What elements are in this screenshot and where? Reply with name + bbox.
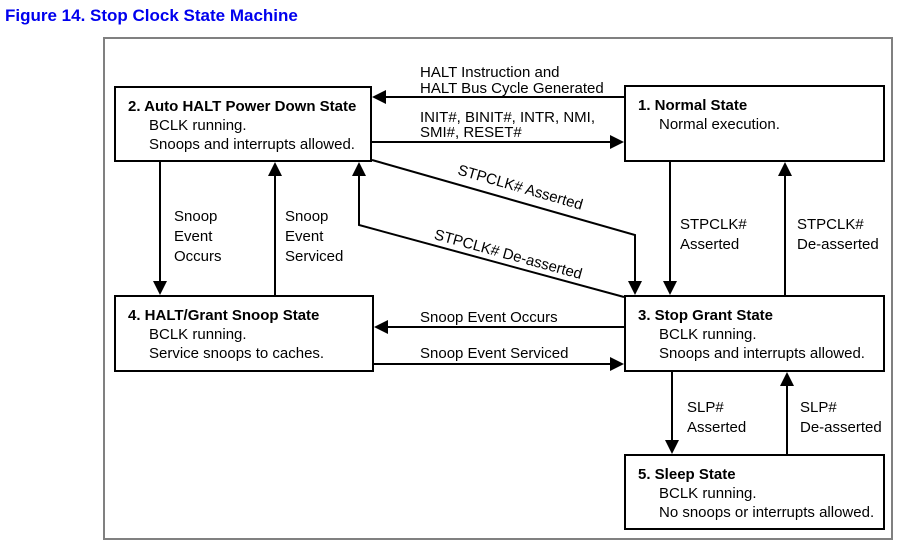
arrowhead-left	[374, 320, 388, 334]
state-desc-line: Snoops and interrupts allowed.	[149, 136, 355, 153]
transition-line	[371, 159, 636, 285]
transition-label: Occurs	[174, 248, 222, 265]
state-desc-line: Snoops and interrupts allowed.	[659, 345, 865, 362]
transition-autohalt-to-snoop: Snoop Event Occurs	[153, 162, 222, 295]
transition-label: HALT Instruction and	[420, 64, 560, 81]
figure-caption: Figure 14. Stop Clock State Machine	[5, 6, 298, 25]
transition-label: SMI#, RESET#	[420, 124, 522, 141]
state-title: 1. Normal State	[638, 97, 748, 114]
transition-label: Serviced	[285, 248, 343, 265]
transition-snoop-to-stopgrant: Snoop Event Serviced	[374, 345, 624, 371]
transition-stopgrant-to-sleep: SLP# Asserted	[665, 372, 746, 454]
transition-label: De-asserted	[797, 236, 879, 253]
state-title: 4. HALT/Grant Snoop State	[128, 307, 320, 324]
arrowhead-right	[610, 357, 624, 371]
arrowhead-up	[780, 372, 794, 386]
state-desc-line: BCLK running.	[149, 117, 247, 134]
transition-autohalt-to-normal: INIT#, BINIT#, INTR, NMI, SMI#, RESET#	[372, 109, 624, 149]
state-desc-line: BCLK running.	[149, 326, 247, 343]
transition-normal-to-autohalt: HALT Instruction and HALT Bus Cycle Gene…	[372, 64, 624, 104]
state-box-halt-grant-snoop: 4. HALT/Grant Snoop State BCLK running. …	[114, 295, 374, 372]
transition-label: SLP#	[800, 399, 837, 416]
arrowhead-down	[665, 440, 679, 454]
transition-label: Snoop Event Occurs	[420, 309, 558, 326]
state-title: 5. Sleep State	[638, 466, 736, 483]
state-title: 2. Auto HALT Power Down State	[128, 98, 357, 115]
arrowhead-up	[352, 162, 366, 176]
transition-label: STPCLK# Asserted	[456, 162, 585, 214]
transition-stopgrant-to-normal: STPCLK# De-asserted	[778, 162, 879, 295]
state-box-stop-grant: 3. Stop Grant State BCLK running. Snoops…	[624, 295, 885, 372]
state-machine-diagram: HALT Instruction and HALT Bus Cycle Gene…	[153, 64, 882, 454]
state-box-auto-halt-power-down: 2. Auto HALT Power Down State BCLK runni…	[114, 86, 372, 162]
transition-label: Event	[174, 228, 213, 245]
transition-label: De-asserted	[800, 419, 882, 436]
transition-autohalt-to-stopgrant: STPCLK# Asserted	[371, 159, 642, 295]
state-desc-line: Service snoops to caches.	[149, 345, 325, 362]
transition-label: INIT#, BINIT#, INTR, NMI,	[420, 109, 595, 126]
arrowhead-right	[610, 135, 624, 149]
arrowhead-up	[268, 162, 282, 176]
state-box-sleep: 5. Sleep State BCLK running. No snoops o…	[624, 454, 885, 530]
transition-label: Asserted	[687, 419, 746, 436]
transition-label: STPCLK# De-asserted	[432, 226, 584, 283]
state-desc-line: BCLK running.	[659, 326, 757, 343]
state-title: 3. Stop Grant State	[638, 307, 774, 324]
transition-label: STPCLK#	[680, 216, 747, 233]
transition-label: Event	[285, 228, 324, 245]
arrowhead-down	[153, 281, 167, 295]
transition-snoop-to-autohalt: Snoop Event Serviced	[268, 162, 343, 295]
transition-label: Snoop Event Serviced	[420, 345, 568, 362]
transition-label: STPCLK#	[797, 216, 864, 233]
diagram-frame: HALT Instruction and HALT Bus Cycle Gene…	[103, 37, 893, 540]
state-box-normal: 1. Normal State Normal execution.	[624, 85, 885, 162]
state-desc-line: BCLK running.	[659, 485, 757, 502]
transition-sleep-to-stopgrant: SLP# De-asserted	[780, 372, 882, 454]
state-desc-line: Normal execution.	[659, 116, 780, 133]
arrowhead-down	[628, 281, 642, 295]
state-desc-line: No snoops or interrupts allowed.	[659, 504, 875, 521]
transition-label: Snoop	[174, 208, 217, 225]
transition-label: Asserted	[680, 236, 739, 253]
transition-normal-to-stopgrant: STPCLK# Asserted	[663, 162, 747, 295]
arrowhead-left	[372, 90, 386, 104]
transition-label: Snoop	[285, 208, 328, 225]
transition-label: SLP#	[687, 399, 724, 416]
arrowhead-down	[663, 281, 677, 295]
transition-label: HALT Bus Cycle Generated	[420, 80, 604, 97]
arrowhead-up	[778, 162, 792, 176]
transition-stopgrant-to-snoop: Snoop Event Occurs	[374, 309, 624, 334]
transition-line	[358, 172, 625, 298]
